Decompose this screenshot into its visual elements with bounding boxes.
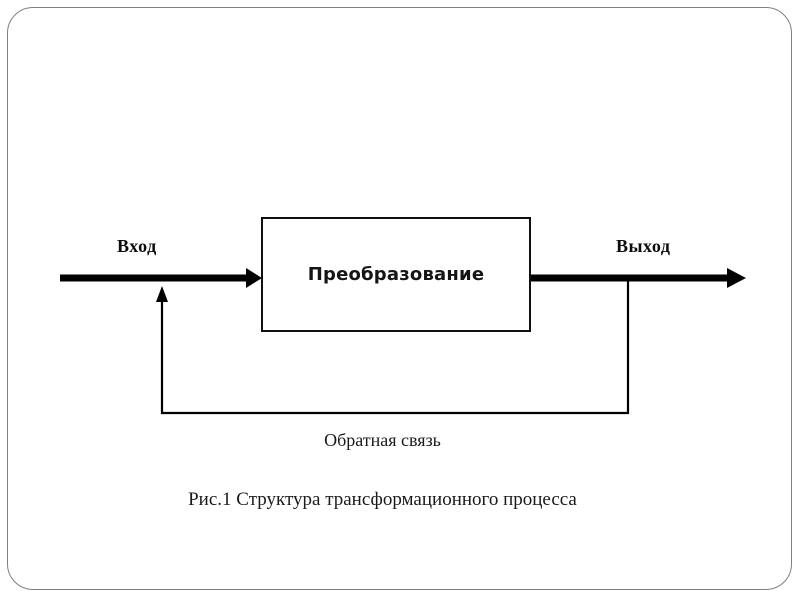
process-box: Преобразование: [261, 217, 531, 332]
input-label: Вход: [117, 236, 157, 256]
output-label: Выход: [616, 236, 671, 256]
feedback-label: Обратная связь: [324, 430, 441, 450]
output-arrow: [531, 268, 746, 288]
figure-caption: Рис.1 Структура трансформационного проце…: [188, 489, 577, 510]
input-arrow: [60, 268, 262, 288]
process-box-label: Преобразование: [307, 264, 485, 285]
feedback-path: [156, 281, 630, 415]
